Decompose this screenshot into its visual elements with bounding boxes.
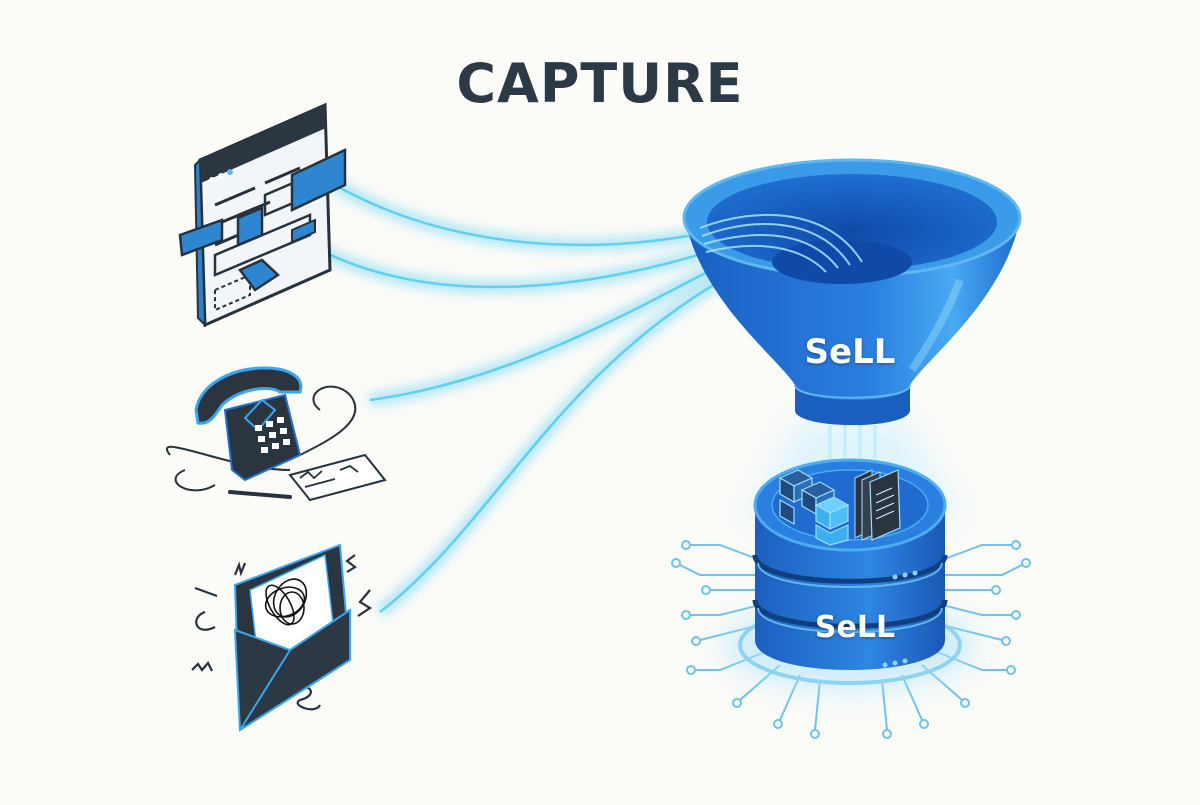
funnel-icon	[682, 158, 1022, 425]
database-icon	[725, 458, 975, 690]
funnel-label: SeLL	[804, 332, 896, 372]
documents-icon	[854, 469, 901, 541]
database-label: SeLL	[814, 610, 896, 645]
data-streams	[316, 178, 759, 618]
data-blocks-icon	[778, 469, 850, 546]
messy-email-icon	[191, 543, 373, 732]
web-form-icon	[178, 102, 347, 328]
telephone-icon	[166, 366, 387, 502]
page-title: CAPTURE	[456, 52, 744, 115]
